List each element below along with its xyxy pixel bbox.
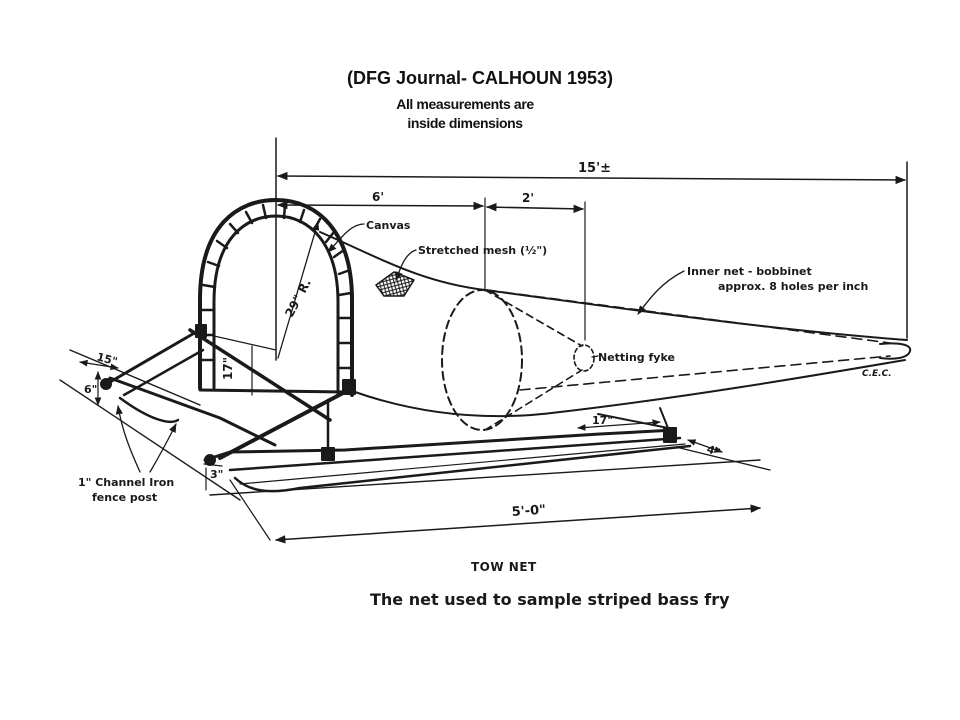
label-inner-net-line2: approx. 8 holes per inch (718, 280, 868, 293)
label-hoop-height: 17" (221, 357, 235, 380)
label-stretched-mesh: Stretched mesh (½") (418, 244, 547, 257)
inner-net-opening (441, 289, 523, 431)
dimension-line-front (276, 200, 485, 211)
stretched-mesh-swatch (375, 271, 415, 297)
channel-iron-leader-2 (149, 423, 177, 473)
dimension-line-post-width (203, 463, 223, 467)
dimension-line-overall (276, 171, 907, 185)
label-skid-height: 6" (84, 383, 97, 396)
left-brace-upper (108, 326, 205, 384)
net-top-edge (319, 231, 908, 341)
frame-bolts (100, 324, 677, 466)
hoop-outer (198, 198, 354, 397)
stretched-mesh-leader (395, 249, 417, 281)
net-bottom-edge (354, 359, 906, 418)
label-channel-iron-line2: fence post (92, 491, 157, 504)
channel-iron-leader-1 (115, 405, 141, 473)
label-rear-rise: 17" (592, 414, 613, 427)
dimension-line-rear-rise (577, 419, 661, 431)
dimension-line-skid-width (79, 359, 119, 371)
label-hoop-radius: 29" R. (282, 276, 314, 319)
net-tail-end (879, 342, 912, 360)
label-skid-width: 15" (95, 350, 119, 368)
measurement-note-line2: inside dimensions (407, 115, 523, 131)
netting-fyke-throat (573, 344, 595, 372)
hoop-center-line (213, 335, 277, 351)
inner-net-leader (637, 270, 685, 315)
ground-line-right (209, 459, 761, 496)
runner-rail-top (228, 436, 682, 472)
fyke-bottom-line (484, 369, 583, 431)
header-title: (DFG Journal- CALHOUN 1953) (346, 68, 614, 88)
hoop-inner (212, 214, 340, 397)
caption-title: TOW NET (471, 560, 537, 574)
fyke-leader (591, 355, 599, 358)
label-overall-length: 15'± (578, 161, 611, 176)
measurement-note-line1: All measurements are (396, 96, 534, 112)
label-front-section: 6' (372, 190, 384, 204)
caption-text: The net used to sample striped bass fry (370, 590, 730, 609)
inner-net-bottom-line (519, 355, 891, 391)
left-skid-lower (118, 396, 180, 424)
fyke-top-line (484, 289, 583, 347)
extension-line-skid-front (229, 479, 271, 541)
left-skid-bar (103, 376, 277, 447)
front-skid-bar (203, 428, 677, 462)
cross-brace-1 (198, 388, 347, 394)
label-netting-fyke: Netting fyke (598, 351, 675, 364)
radius-line (277, 221, 320, 359)
ground-line-left (59, 379, 241, 501)
dimension-line-rear-width (687, 439, 723, 453)
label-post-width: 3" (210, 468, 223, 481)
ground-line-rear (679, 447, 771, 471)
canvas-leader (327, 223, 365, 253)
ground-line-left-2 (69, 349, 201, 406)
label-canvas: Canvas (366, 219, 411, 232)
dimension-line-skid-length (274, 504, 762, 544)
left-brace-lower (122, 348, 205, 397)
dimension-line-mesh (485, 202, 585, 214)
cross-brace-3 (188, 328, 332, 422)
label-rear-width: 4" (705, 443, 722, 460)
runner-rail-mid (239, 443, 686, 485)
inner-net-top-line (486, 289, 891, 344)
cross-brace-2 (218, 390, 347, 460)
label-inner-net-line1: Inner net - bobbinet (687, 265, 812, 278)
label-initials: C.E.C. (862, 369, 892, 379)
label-mesh-section: 2' (522, 191, 534, 205)
label-channel-iron-line1: 1" Channel Iron (78, 476, 174, 489)
label-skid-length: 5'-0" (511, 503, 546, 520)
